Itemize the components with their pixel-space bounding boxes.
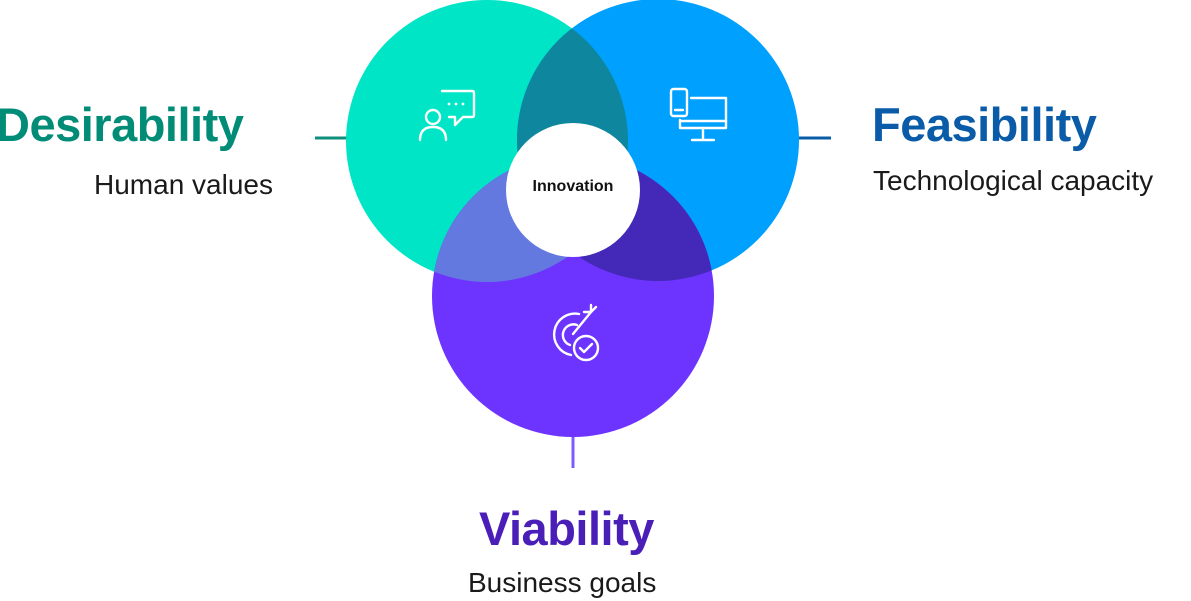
devices-icon (669, 87, 728, 142)
viability-subtitle: Business goals (468, 567, 657, 598)
target-check-icon (552, 303, 600, 362)
desirability-subtitle: Human values (94, 169, 273, 200)
desirability-title: Desirability (0, 98, 244, 151)
user-chat-icon (418, 89, 476, 142)
feasibility-subtitle: Technological capacity (873, 165, 1154, 196)
innovation-label: Innovation (532, 178, 614, 195)
desirability-viability-overlap (432, 155, 628, 282)
feasibility-viability-overlap (517, 155, 714, 281)
viability-title: Viability (479, 502, 654, 555)
innovation-circle (506, 123, 640, 257)
feasibility-title: Feasibility (872, 98, 1097, 151)
